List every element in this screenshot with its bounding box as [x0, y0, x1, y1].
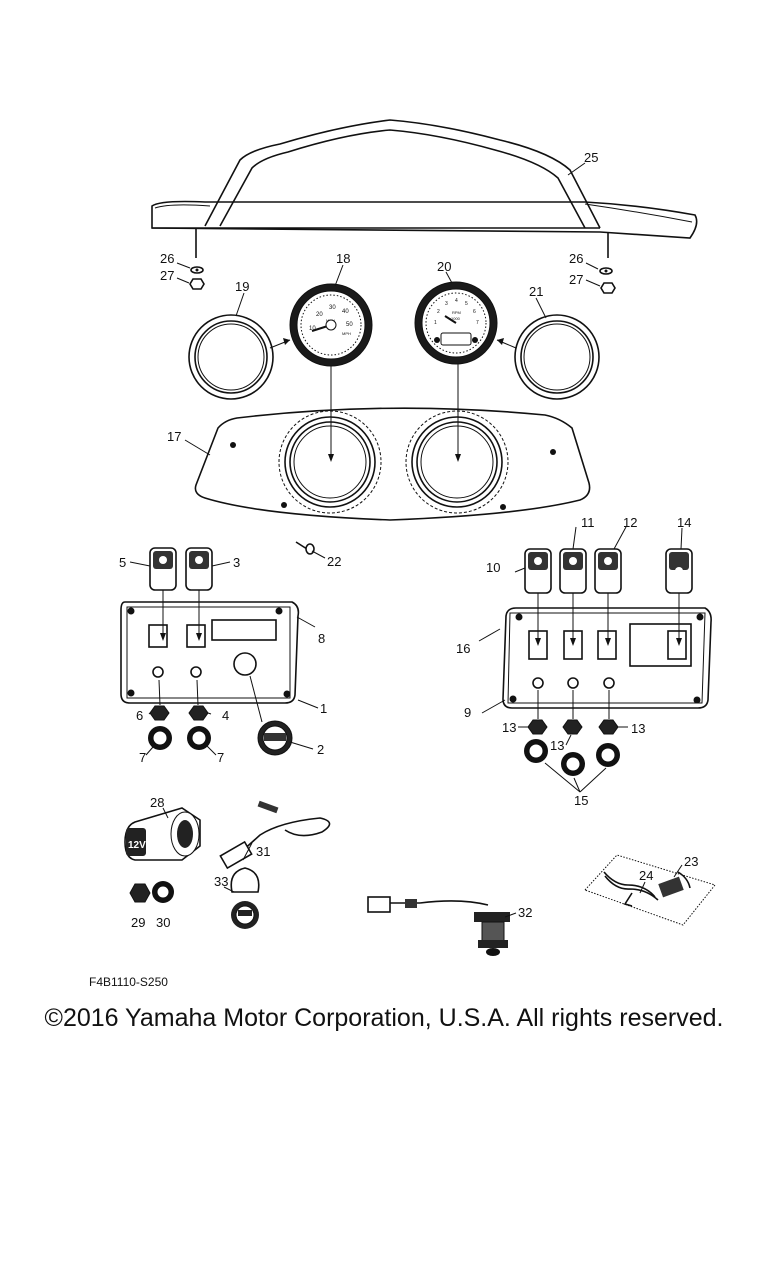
- indicator-lamp-part: [524, 690, 620, 793]
- rocker-switch-part: [524, 548, 693, 646]
- callout-8: 8: [318, 631, 325, 646]
- callout-14: 14: [677, 515, 691, 530]
- gauge-scale-label: 5: [465, 301, 468, 307]
- callout-29: 29: [131, 915, 145, 930]
- callout-4: 4: [222, 708, 229, 723]
- nut-part: [189, 278, 616, 294]
- callout-labels: 1 2 3 4 5 6 7 7 8 9 10 11 12 13 13 13 14…: [119, 150, 698, 930]
- callout-11: 11: [581, 515, 595, 530]
- sensor-cable-part: [367, 896, 510, 956]
- gauge-scale-label: 10: [309, 326, 316, 332]
- drawing-code: F4B1110-S250: [89, 975, 168, 989]
- callout-7b: 7: [217, 750, 224, 765]
- callout-15: 15: [574, 793, 588, 808]
- socket-label: 12V: [128, 840, 146, 851]
- callout-17: 17: [167, 429, 181, 444]
- screw-part: [296, 616, 316, 628]
- callout-9: 9: [464, 705, 471, 720]
- gauge-scale-label: 6: [473, 309, 476, 315]
- gauge-scale-label: 30: [329, 305, 336, 311]
- callout-23: 23: [684, 854, 698, 869]
- callout-26b: 26: [569, 251, 583, 266]
- callout-10: 10: [486, 560, 500, 575]
- gauge-scale-label: 4: [455, 298, 458, 304]
- gauge-scale-label: 3: [445, 301, 448, 307]
- callout-33: 33: [214, 874, 228, 889]
- callout-13b: 13: [550, 738, 564, 753]
- callout-31: 31: [256, 844, 270, 859]
- screw-part: [478, 628, 501, 642]
- gauge-scale-label: 40: [342, 309, 349, 315]
- callout-5: 5: [119, 555, 126, 570]
- ignition-knob-part: [249, 675, 293, 756]
- speedometer-gauge: 10 20 30 40 50 MPH MPH: [289, 283, 373, 367]
- washer-part: [190, 266, 613, 275]
- leader-lines: [129, 162, 683, 918]
- right-switch-panel-part: [502, 607, 712, 709]
- callout-1: 1: [320, 701, 327, 716]
- callout-27b: 27: [569, 272, 583, 287]
- nut-part: [129, 883, 151, 903]
- callout-6: 6: [136, 708, 143, 723]
- callout-19: 19: [235, 279, 249, 294]
- gauge-panel-part: [194, 364, 591, 521]
- rocker-switch-part: [149, 547, 213, 641]
- gauge-scale-label: 20: [316, 312, 323, 318]
- wire-kit-part: [584, 854, 716, 926]
- washer-part: [152, 881, 174, 903]
- gauge-scale-label: 50: [346, 322, 353, 328]
- copyright-notice: ©2016 Yamaha Motor Corporation, U.S.A. A…: [44, 1004, 724, 1032]
- callout-25: 25: [584, 150, 598, 165]
- callout-22: 22: [327, 554, 341, 569]
- callout-18: 18: [336, 251, 350, 266]
- callout-30: 30: [156, 915, 170, 930]
- gauge-scale-label: 7: [476, 320, 479, 326]
- gauge-scale-label: 1: [434, 320, 437, 326]
- indicator-lamp-part: [148, 679, 211, 750]
- wire-harness-part: [219, 800, 331, 870]
- callout-2: 2: [317, 742, 324, 757]
- screw-part: [295, 541, 315, 555]
- callout-7a: 7: [139, 750, 146, 765]
- gauge-unit-label: x1000: [449, 316, 461, 321]
- callout-13c: 13: [631, 721, 645, 736]
- gauge-unit-label: MPH: [342, 331, 351, 336]
- callout-12: 12: [623, 515, 637, 530]
- usb-charger-part: [230, 867, 260, 929]
- callout-13a: 13: [502, 720, 516, 735]
- dash-cover-part: [151, 119, 698, 258]
- callout-26a: 26: [160, 251, 174, 266]
- left-switch-panel-part: [120, 601, 300, 704]
- callout-3: 3: [233, 555, 240, 570]
- callout-27a: 27: [160, 268, 174, 283]
- callout-24: 24: [639, 868, 653, 883]
- tachometer-gauge: 1 2 3 4 5 6 7 RPM x1000: [414, 281, 498, 365]
- callout-16: 16: [456, 641, 470, 656]
- callout-32: 32: [518, 905, 532, 920]
- gauge-bezel-ring-part: [188, 314, 600, 400]
- callout-28: 28: [150, 795, 164, 810]
- power-socket-part: 12V: [124, 807, 201, 861]
- callout-20: 20: [437, 259, 451, 274]
- callout-21: 21: [529, 284, 543, 299]
- gauge-scale-label: 2: [437, 309, 440, 315]
- gauge-unit-label: RPM: [452, 310, 461, 315]
